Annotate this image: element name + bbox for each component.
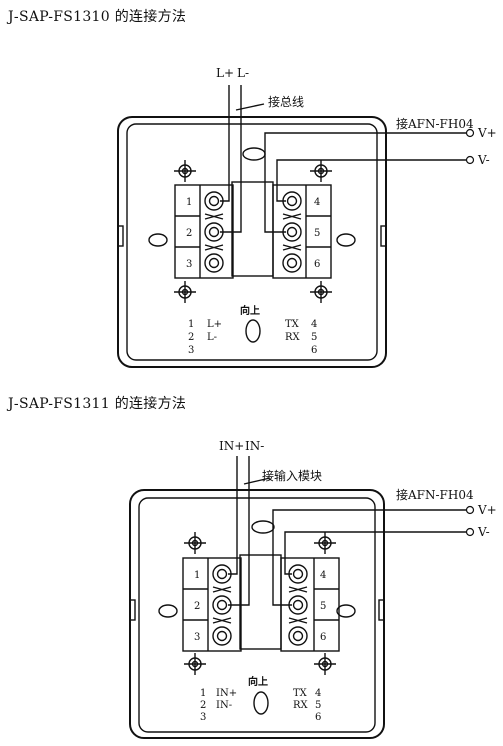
legend-num-5: 5 [311,332,317,343]
afn-label-2: 接AFN-FH04 [396,487,474,502]
terminal-2b: 2 [194,601,200,612]
terminal-1: 1 [186,197,192,208]
terminal-2: 2 [186,228,192,239]
legend2-num-5: 5 [315,700,321,711]
wire-l-plus-label: L+ [216,66,234,80]
v-minus-label-2: V- [477,525,490,539]
afn-label: 接AFN-FH04 [396,116,474,131]
legend-num-6: 6 [311,345,317,356]
up-label: 向上 [240,304,260,317]
up-label-2: 向上 [248,675,268,688]
legend2-text-2: IN- [216,700,232,711]
legend2-num-3: 3 [200,712,206,723]
terminal-4: 4 [314,197,320,208]
wire-in-minus-label: IN- [245,439,264,453]
terminal-4b: 4 [320,570,326,581]
diagram1-title: J-SAP-FS1310 的连接方法 [8,9,187,25]
wire-in-plus-label: IN+ [219,439,244,453]
legend-text-1: L+ [207,319,222,330]
legend2-num-1: 1 [200,688,206,699]
terminal-6: 6 [314,259,320,270]
legend2-num-4: 4 [315,688,321,699]
legend2-num-2: 2 [200,700,206,711]
wiring-diagram-2 [129,456,466,739]
v-minus-label: V- [477,153,490,167]
terminal-6b: 6 [320,632,326,643]
legend-num-1: 1 [188,319,194,330]
legend-text-2: L- [207,332,217,343]
legend2-text-1: IN+ [216,688,237,699]
legend-text-4: TX [285,319,300,330]
input-module-label: 接输入模块 [262,468,322,483]
legend2-num-6: 6 [315,712,321,723]
v-plus-label: V+ [477,126,497,140]
legend2-text-5: RX [293,700,309,711]
diagram2-title: J-SAP-FS1311 的连接方法 [8,396,187,412]
legend-text-5: RX [285,332,301,343]
legend-num-2: 2 [188,332,194,343]
legend-num-4: 4 [311,319,317,330]
v-plus-label-2: V+ [477,503,497,517]
terminal-3b: 3 [194,632,200,643]
bus-label: 接总线 [268,94,304,109]
terminal-1b: 1 [194,570,200,581]
terminal-5b: 5 [320,601,326,612]
legend-num-3: 3 [188,345,194,356]
legend2-text-4: TX [293,688,308,699]
terminal-3: 3 [186,259,192,270]
wire-l-minus-label: L- [237,66,249,80]
terminal-5: 5 [314,228,320,239]
